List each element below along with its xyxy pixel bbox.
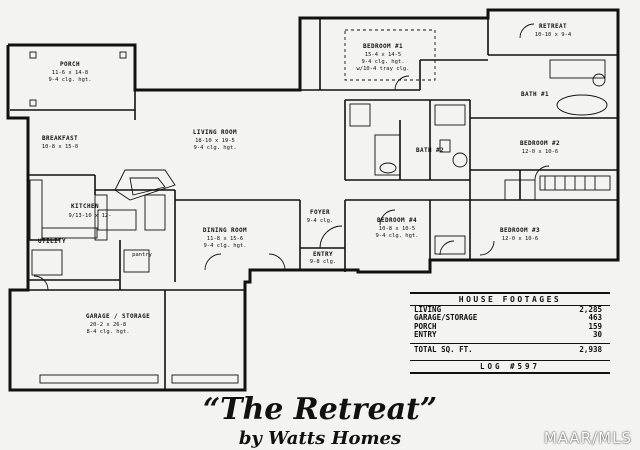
entry-name: ENTRY xyxy=(313,251,333,258)
dining-size: 11-8 x 15-6 xyxy=(207,236,243,242)
footage-title: HOUSE FOOTAGES xyxy=(410,292,610,306)
watermark: MAAR/MLS xyxy=(543,429,632,447)
garage-size: 20-2 x 26-8 xyxy=(90,322,126,328)
footage-value: 2,285 xyxy=(579,305,602,314)
footage-row-porch: PORCH 159 xyxy=(410,321,610,331)
bedroom2-size: 12-0 x 10-6 xyxy=(522,149,558,155)
bedroom3-size: 12-0 x 10-6 xyxy=(502,236,538,242)
bedroom2-name: BEDROOM #2 xyxy=(520,140,560,147)
dining-name: DINING ROOM xyxy=(203,227,247,234)
room-labels: PORCH 11-6 x 14-8 9-4 clg. hgt. BREAKFAS… xyxy=(38,23,572,335)
bath2-name: BATH #2 xyxy=(416,147,444,154)
retreat-size: 10-10 x 9-4 xyxy=(535,32,572,38)
house-footage-table: HOUSE FOOTAGES LIVING 2,285 GARAGE/STORA… xyxy=(410,292,610,375)
footage-row-entry: ENTRY 30 xyxy=(410,330,610,340)
bedroom1-name: BEDROOM #1 xyxy=(363,43,403,50)
garage-name: GARAGE / STORAGE xyxy=(86,313,150,320)
footage-row-total: TOTAL SQ. FT. 2,938 xyxy=(410,342,610,354)
bedroom4-name: BEDROOM #4 xyxy=(377,217,417,224)
footage-value: 30 xyxy=(592,330,602,340)
utility-name: UTILITY xyxy=(38,238,66,245)
foyer-ceiling: 9-4 clg. xyxy=(307,218,334,224)
porch-name: PORCH xyxy=(60,61,80,68)
kitchen-name: KITCHEN xyxy=(71,203,99,210)
bath1-name: BATH #1 xyxy=(521,91,549,98)
bedroom1-ceiling: 9-4 clg. hgt. xyxy=(361,59,404,65)
garage-ceiling: 8-4 clg. hgt. xyxy=(86,329,129,335)
footage-value: 159 xyxy=(588,321,602,331)
living-ceiling: 9-4 clg. hgt. xyxy=(193,145,236,151)
bedroom3-name: BEDROOM #3 xyxy=(500,227,540,234)
plan-subtitle: by Watts Homes xyxy=(238,428,402,449)
breakfast-name: BREAKFAST xyxy=(42,135,78,142)
footage-total-label: TOTAL SQ. FT. xyxy=(414,344,473,354)
footage-label: GARAGE/STORAGE xyxy=(414,313,478,323)
bedroom1-size: 15-4 x 14-5 xyxy=(365,52,401,58)
entry-ceiling: 9-8 clg. xyxy=(310,259,337,265)
foyer-name: FOYER xyxy=(310,209,330,216)
exterior-walls xyxy=(6,8,620,392)
footage-label: ENTRY xyxy=(414,330,437,340)
log-number: LOG #597 xyxy=(410,360,610,375)
pantry-name: pantry xyxy=(132,252,153,258)
porch-ceiling: 9-4 clg. hgt. xyxy=(48,77,91,83)
bedroom1-ceiling-2: w/10-4 tray clg. xyxy=(357,66,410,72)
fixtures xyxy=(29,23,611,384)
plan-title: “The Retreat” xyxy=(202,392,438,427)
bedroom4-ceiling: 9-4 clg. hgt. xyxy=(375,233,418,239)
footage-label: PORCH xyxy=(414,321,437,331)
bedroom4-size: 10-8 x 10-5 xyxy=(379,226,415,232)
footage-total-value: 2,938 xyxy=(579,344,602,354)
footage-value: 463 xyxy=(588,313,602,323)
retreat-name: RETREAT xyxy=(539,23,567,30)
footage-row-garage: GARAGE/STORAGE 463 xyxy=(410,313,610,323)
porch-size: 11-6 x 14-8 xyxy=(52,70,88,76)
footage-row-living: LIVING 2,285 xyxy=(410,305,610,314)
kitchen-size: 9/13-10 x 12- xyxy=(68,213,111,219)
living-name: LIVING ROOM xyxy=(193,129,237,136)
dining-ceiling: 9-4 clg. hgt. xyxy=(203,243,246,249)
living-size: 18-10 x 19-5 xyxy=(195,138,235,144)
footage-label: LIVING xyxy=(414,305,442,314)
breakfast-size: 10-8 x 15-0 xyxy=(42,144,78,150)
